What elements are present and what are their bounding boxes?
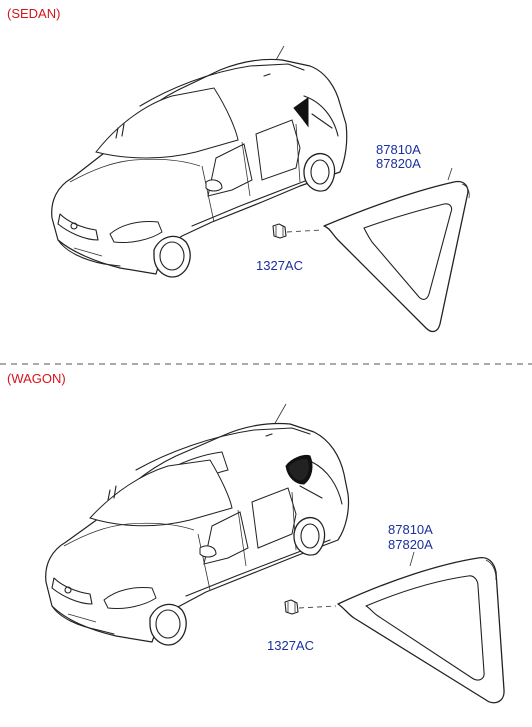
wagon-part-leader	[409, 551, 415, 567]
wagon-section: (WAGON)	[7, 371, 505, 704]
sedan-quarter-glass	[323, 180, 470, 333]
wagon-clip	[284, 599, 337, 615]
wagon-section-label: (WAGON)	[7, 371, 66, 386]
wagon-car-illustration	[45, 422, 350, 646]
wagon-clip-label: 1327AC	[267, 638, 314, 653]
sedan-section: (SEDAN)	[7, 6, 470, 333]
wagon-part-number-2: 87820A	[388, 537, 433, 552]
wagon-quarter-glass	[337, 556, 505, 704]
sedan-clip-label: 1327AC	[256, 258, 303, 273]
sedan-car-illustration	[51, 58, 348, 278]
sedan-part-leader	[447, 167, 453, 181]
sedan-clip	[272, 223, 323, 239]
sedan-part-number-1: 87810A	[376, 142, 421, 157]
sedan-section-label: (SEDAN)	[7, 6, 60, 21]
sedan-part-number-2: 87820A	[376, 156, 421, 171]
wagon-part-number-1: 87810A	[388, 522, 433, 537]
